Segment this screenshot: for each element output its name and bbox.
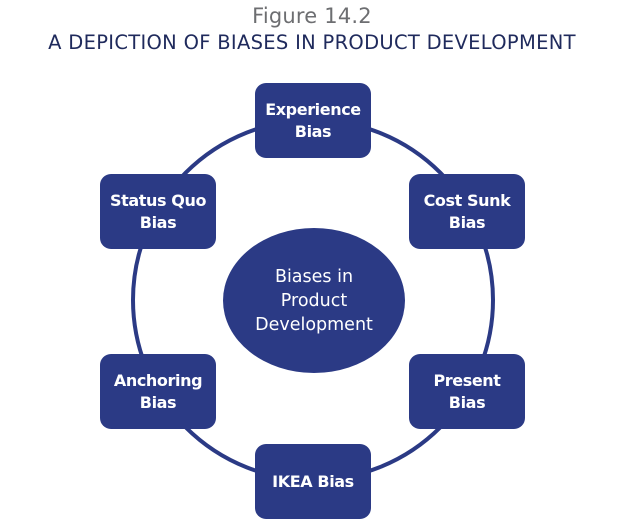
figure-label: Figure 14.2 bbox=[252, 4, 372, 28]
node-status-quo-bias: Status Quo Bias bbox=[100, 174, 216, 249]
node-present-bias: Present Bias bbox=[409, 354, 525, 429]
node-anchoring-bias: Anchoring Bias bbox=[100, 354, 216, 429]
node-cost-sunk-bias: Cost Sunk Bias bbox=[409, 174, 525, 249]
figure-title: A DEPICTION OF BIASES IN PRODUCT DEVELOP… bbox=[48, 31, 576, 54]
node-ikea-bias: IKEA Bias bbox=[255, 444, 371, 519]
center-hub: Biases in Product Development bbox=[223, 228, 405, 373]
node-experience-bias: Experience Bias bbox=[255, 83, 371, 158]
